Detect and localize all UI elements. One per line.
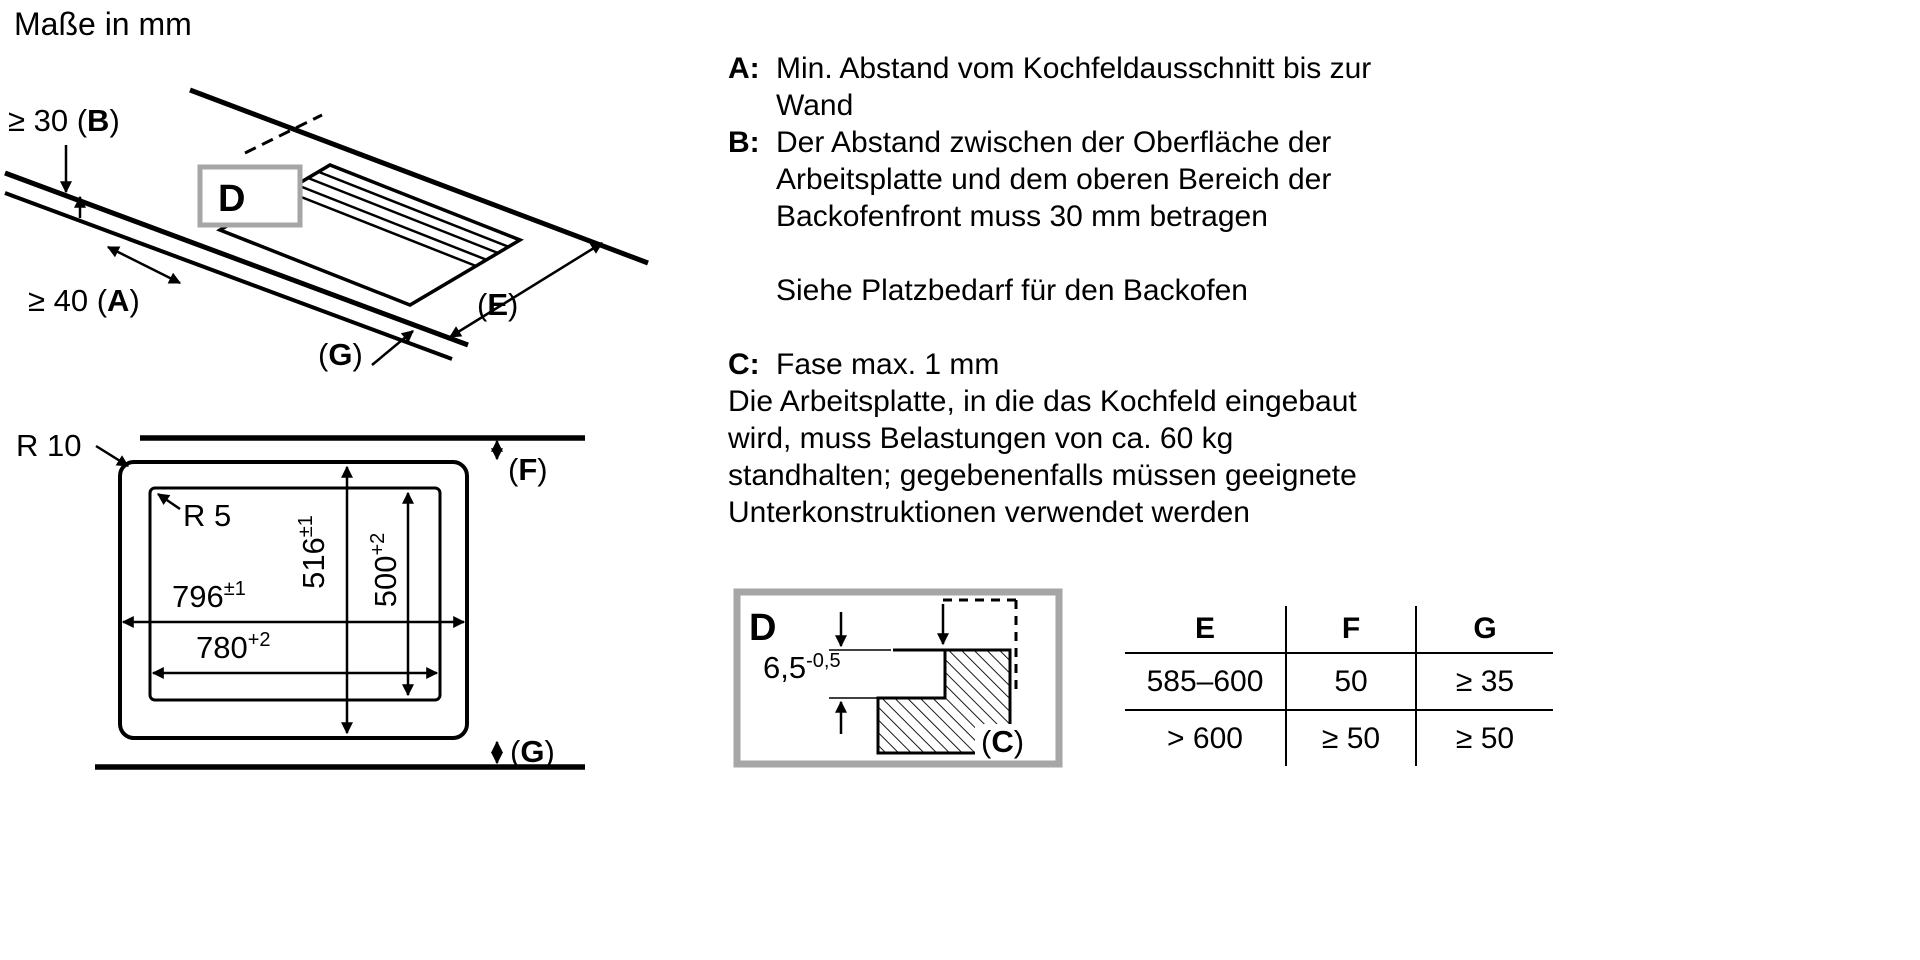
dim-label-500: 500+2 <box>367 533 403 608</box>
note-c-text: Fase max. 1 mm <box>776 348 1000 381</box>
isometric-worktop-diagram: D ≥ 30 (B) ≥ 40 (A) (G) (E) <box>4 87 649 372</box>
dim-label-f: (F) <box>508 452 548 487</box>
table-cell-f2: ≥ 50 <box>1287 711 1417 766</box>
dim-arrow-e <box>448 241 604 339</box>
note-a-label: A: <box>728 52 760 85</box>
table-cell-g2: ≥ 50 <box>1455 721 1515 755</box>
detail-label: D <box>749 607 776 649</box>
radius-arrow-r10 <box>95 444 130 468</box>
detail-frame <box>733 588 1063 768</box>
dimension-table: E F G 585–600 50 ≥ 35 > 600 ≥ 50 ≥ 50 <box>1125 606 1553 766</box>
dim-label-a: ≥ 40 (A) <box>28 283 140 318</box>
dashed-hob-outline <box>943 598 1018 690</box>
wall-edge-line <box>189 87 649 266</box>
dim-arrow-g <box>371 330 414 366</box>
page-title: Maße in mm <box>14 6 192 42</box>
dashed-reference-line <box>244 113 323 155</box>
dim-label-g: (G) <box>318 337 363 372</box>
cutout-outline <box>148 486 442 702</box>
table-header-f: F <box>1287 606 1417 654</box>
note-a-text: Min. Abstand vom Kochfeldausschnitt bis … <box>776 52 1372 122</box>
note-b-label: B: <box>728 126 760 159</box>
dim-label-780: 780+2 <box>196 629 271 665</box>
c-ref-backdrop <box>975 724 1047 758</box>
dim-label-g-plan: (G) <box>510 734 555 769</box>
table-cell-f1: 50 <box>1287 654 1417 711</box>
note-load: Die Arbeitsplatte, in die das Kochfeld e… <box>728 385 1357 529</box>
appliance-outline <box>118 460 469 740</box>
table-cell-e2: > 600 <box>1125 711 1287 766</box>
dim-arrow-a <box>106 245 182 285</box>
note-oven-space: Siehe Platzbedarf für den Backofen <box>776 274 1248 307</box>
note-c-label: C: <box>728 348 760 381</box>
table-header-e: E <box>1125 606 1287 654</box>
note-b-text: Der Abstand zwischen der Oberfläche der … <box>776 126 1332 233</box>
dim-label-516: 516±1 <box>295 515 331 589</box>
note-b: B: Der Abstand zwischen der Oberfläche d… <box>728 124 1548 235</box>
detail-d-diagram: D 6,5-0,5 (C) <box>733 588 1063 768</box>
dim-label-65: 6,5-0,5 <box>763 650 841 685</box>
note-c: C: Fase max. 1 mm <box>728 346 1548 383</box>
radius-arrow-r5 <box>157 492 181 511</box>
table-cell-g1: ≥ 35 <box>1417 654 1553 711</box>
notes-panel: A: Min. Abstand vom Kochfeldausschnitt b… <box>728 50 1548 531</box>
table-cell-e1: 585–600 <box>1125 654 1287 711</box>
dim-label-c: (C) <box>981 724 1024 759</box>
note-a: A: Min. Abstand vom Kochfeldausschnitt b… <box>728 50 1548 124</box>
detail-d-callout-box <box>197 164 303 228</box>
table-header-g: G <box>1417 606 1553 654</box>
radius-label-r10: R 10 <box>16 428 81 463</box>
dim-label-b: ≥ 30 (B) <box>8 103 120 138</box>
detail-d-callout-label: D <box>218 178 245 220</box>
dim-label-796: 796±1 <box>172 578 246 614</box>
radius-label-r5: R 5 <box>183 498 231 533</box>
cutout-plan-diagram: R 10 R 5 516±1 500+2 796±1 780+2 (F) (G) <box>16 428 585 770</box>
